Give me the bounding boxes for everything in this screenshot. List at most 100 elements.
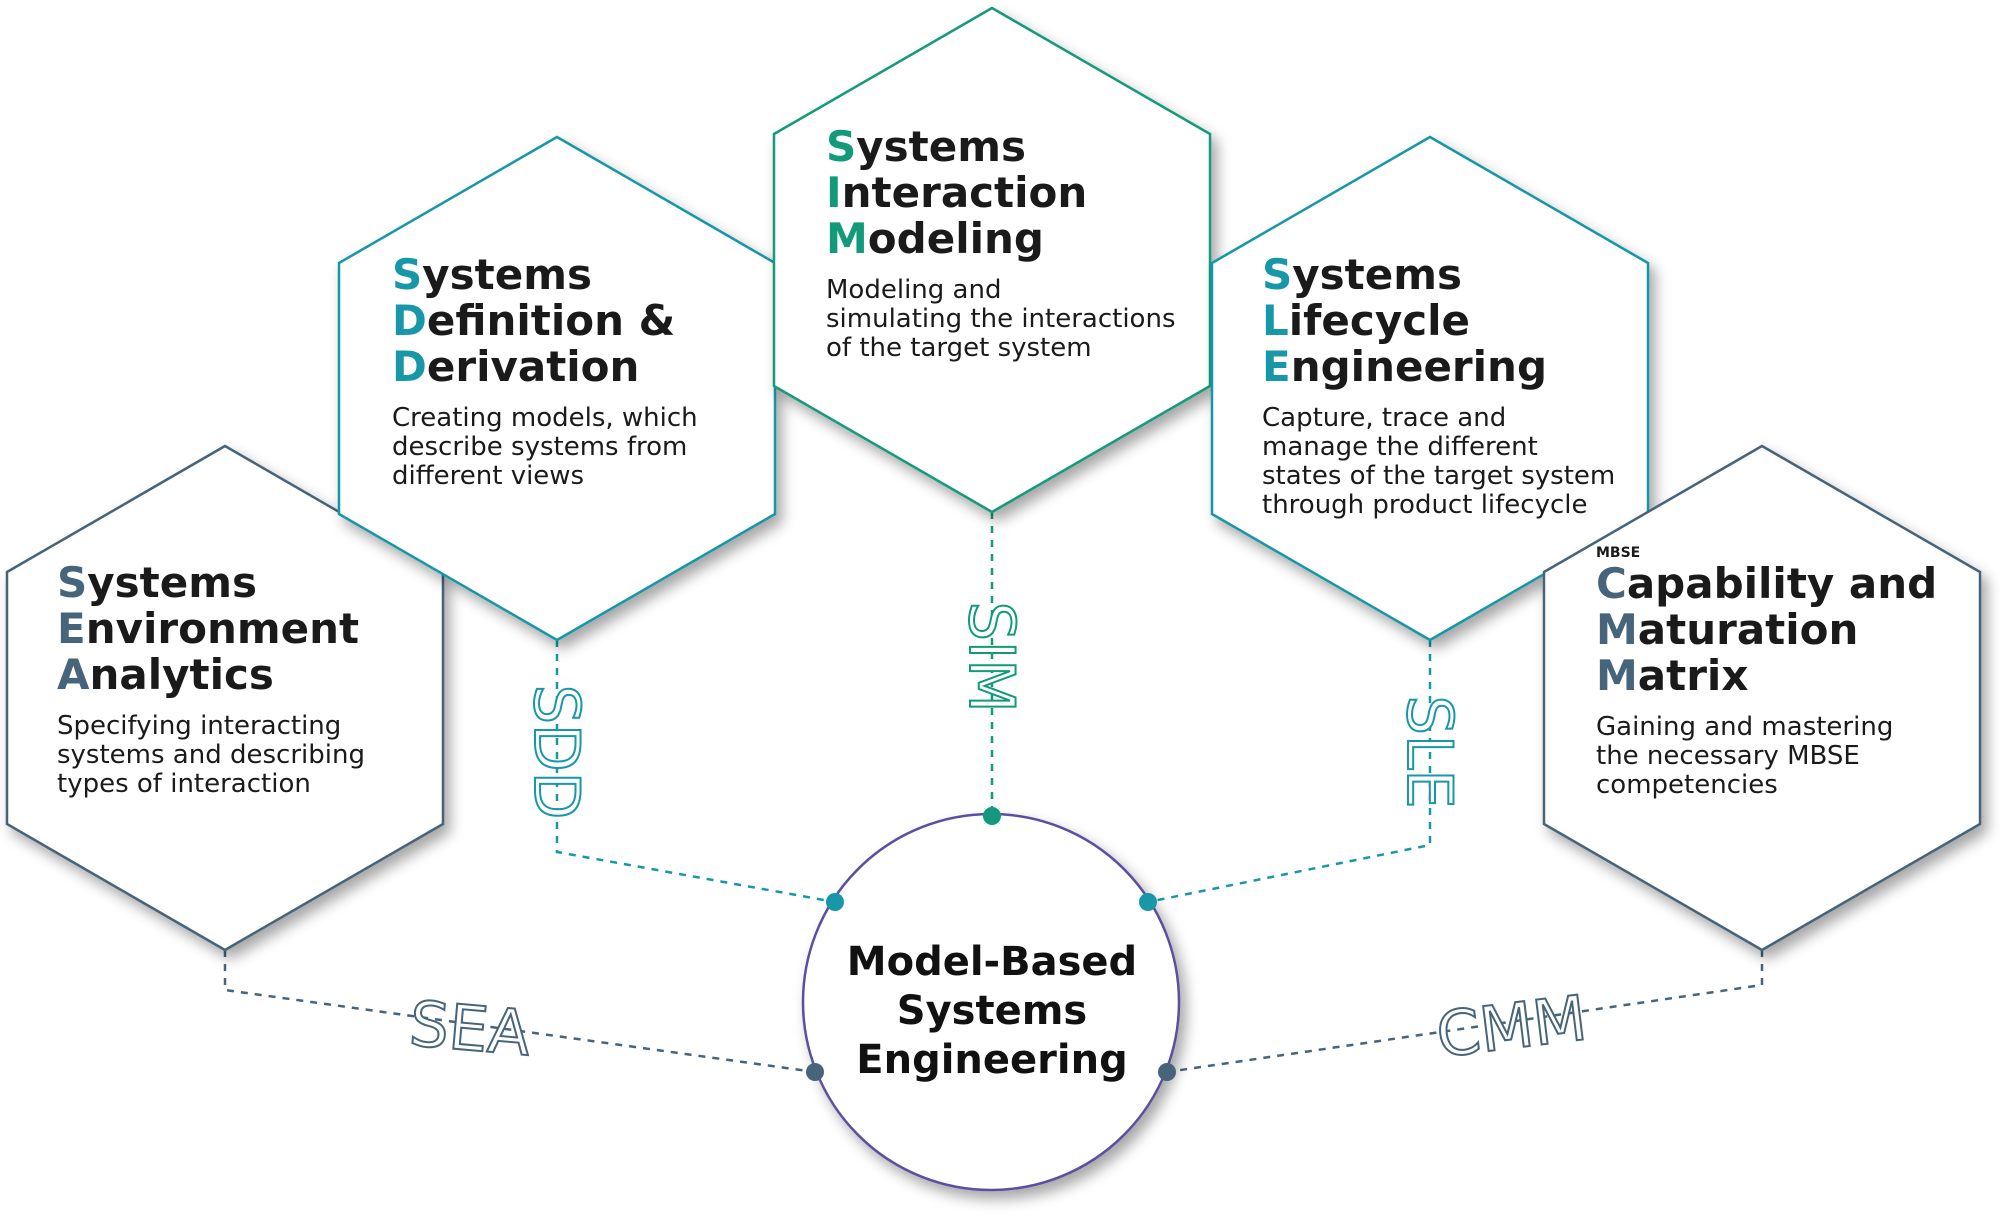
module-title-line: Capability and bbox=[1596, 561, 1976, 607]
module-desc-line: different views bbox=[392, 461, 585, 491]
module-desc-line: manage the different bbox=[1262, 432, 1538, 462]
module-title-line: Systems bbox=[826, 124, 1206, 170]
module-title-rest: ifecycle bbox=[1288, 296, 1470, 345]
module-title-rest: atrix bbox=[1637, 651, 1749, 700]
module-desc-line: competencies bbox=[1596, 770, 1778, 800]
center-label-line2: Systems bbox=[896, 988, 1088, 1034]
module-title-initial: C bbox=[1596, 559, 1627, 608]
module-title-rest: nalytics bbox=[89, 650, 274, 699]
module-desc-line: describe systems from bbox=[392, 432, 688, 462]
module-title-rest: ystems bbox=[422, 250, 592, 299]
module-title-rest: aturation bbox=[1637, 605, 1859, 654]
connector-lines bbox=[223, 512, 1764, 1074]
module-title-rest: ystems bbox=[1292, 250, 1462, 299]
module-desc-line: of the target system bbox=[826, 333, 1092, 363]
hexagon-sim[interactable] bbox=[772, 6, 1212, 514]
abbr-label-sim: SIM bbox=[955, 601, 1028, 712]
module-title-line: Engineering bbox=[1262, 344, 1642, 390]
module-desc-line: the necessary MBSE bbox=[1596, 741, 1860, 771]
module-title-initial: S bbox=[392, 250, 423, 299]
module-title-initial: M bbox=[1596, 605, 1638, 654]
module-title-line: Modeling bbox=[826, 216, 1206, 262]
module-title-rest: ystems bbox=[856, 122, 1026, 171]
abbreviation-labels: SEA SDD SIM SLE CMM bbox=[406, 600, 1592, 1072]
module-desc-line: Specifying interacting bbox=[57, 711, 342, 741]
module-title-line: Systems bbox=[392, 252, 762, 298]
module-title-initial: M bbox=[1596, 651, 1638, 700]
dot-sim bbox=[983, 807, 1001, 825]
center-label: Model-Based Systems Engineering bbox=[812, 938, 1172, 1085]
module-title-line: Definition & bbox=[392, 298, 762, 344]
module-title-line: Matrix bbox=[1596, 653, 1976, 699]
module-title-line: Analytics bbox=[57, 652, 427, 698]
module-title-line: Interaction bbox=[826, 170, 1206, 216]
module-desc-line: Gaining and mastering bbox=[1596, 712, 1894, 742]
dot-sdd bbox=[826, 893, 844, 911]
module-title-line: Lifecycle bbox=[1262, 298, 1642, 344]
module-title-initial: S bbox=[57, 558, 88, 607]
module-title-initial: D bbox=[392, 296, 427, 345]
module-title-line: Environment bbox=[57, 606, 427, 652]
module-title-initial: L bbox=[1262, 296, 1289, 345]
connector-cmm bbox=[1166, 950, 1764, 1074]
abbr-label-sdd: SDD bbox=[520, 685, 593, 820]
abbr-label-sle: SLE bbox=[1393, 695, 1466, 808]
module-title-rest: erivation bbox=[426, 342, 640, 391]
module-title-initial: M bbox=[826, 214, 868, 263]
hexagon-cmm[interactable] bbox=[1542, 444, 1982, 952]
dot-sea bbox=[806, 1063, 824, 1081]
module-title-rest: odeling bbox=[867, 214, 1044, 263]
module-title-rest: efinition & bbox=[426, 296, 676, 345]
module-title-rest: ngineering bbox=[1290, 342, 1548, 391]
dot-sle bbox=[1139, 893, 1157, 911]
abbr-label-sea: SEA bbox=[407, 987, 534, 1070]
dot-cmm bbox=[1158, 1063, 1176, 1081]
module-title-rest: nteraction bbox=[841, 168, 1088, 217]
module-title-rest: ystems bbox=[87, 558, 257, 607]
module-title-line: Systems bbox=[57, 560, 427, 606]
module-desc-line: types of interaction bbox=[57, 769, 311, 799]
module-desc-line: Capture, trace and bbox=[1262, 403, 1507, 433]
abbr-label-cmm: CMM bbox=[1433, 981, 1591, 1072]
module-title-initial: S bbox=[826, 122, 857, 171]
connector-sdd bbox=[555, 640, 836, 904]
module-desc-line: systems and describing bbox=[57, 740, 365, 770]
module-title-line: Systems bbox=[1262, 252, 1642, 298]
module-title-rest: apability and bbox=[1626, 559, 1938, 608]
module-title-rest: nvironment bbox=[85, 604, 360, 653]
module-title-initial: D bbox=[392, 342, 427, 391]
module-title-line: Derivation bbox=[392, 344, 762, 390]
module-desc-line: Modeling and bbox=[826, 275, 1002, 305]
module-title-initial: I bbox=[826, 168, 842, 217]
module-title-initial: A bbox=[57, 650, 90, 699]
center-label-line3: Engineering bbox=[856, 1037, 1128, 1083]
connector-sle bbox=[1147, 640, 1432, 904]
connector-sea bbox=[223, 950, 816, 1074]
module-desc-line: Creating models, which bbox=[392, 403, 698, 433]
module-prefix-cmm: MBSE bbox=[1596, 545, 1641, 561]
module-title-line: Maturation bbox=[1596, 607, 1976, 653]
connection-dots bbox=[806, 807, 1176, 1081]
hexagon-sle[interactable] bbox=[1210, 135, 1650, 642]
module-desc-line: simulating the interactions bbox=[826, 304, 1176, 334]
center-label-line1: Model-Based bbox=[846, 939, 1138, 985]
module-desc-line: through product lifecycle bbox=[1262, 490, 1588, 520]
module-desc-line: states of the target system bbox=[1262, 461, 1616, 491]
module-title-initial: E bbox=[57, 604, 86, 653]
module-hexagons bbox=[5, 6, 1982, 952]
